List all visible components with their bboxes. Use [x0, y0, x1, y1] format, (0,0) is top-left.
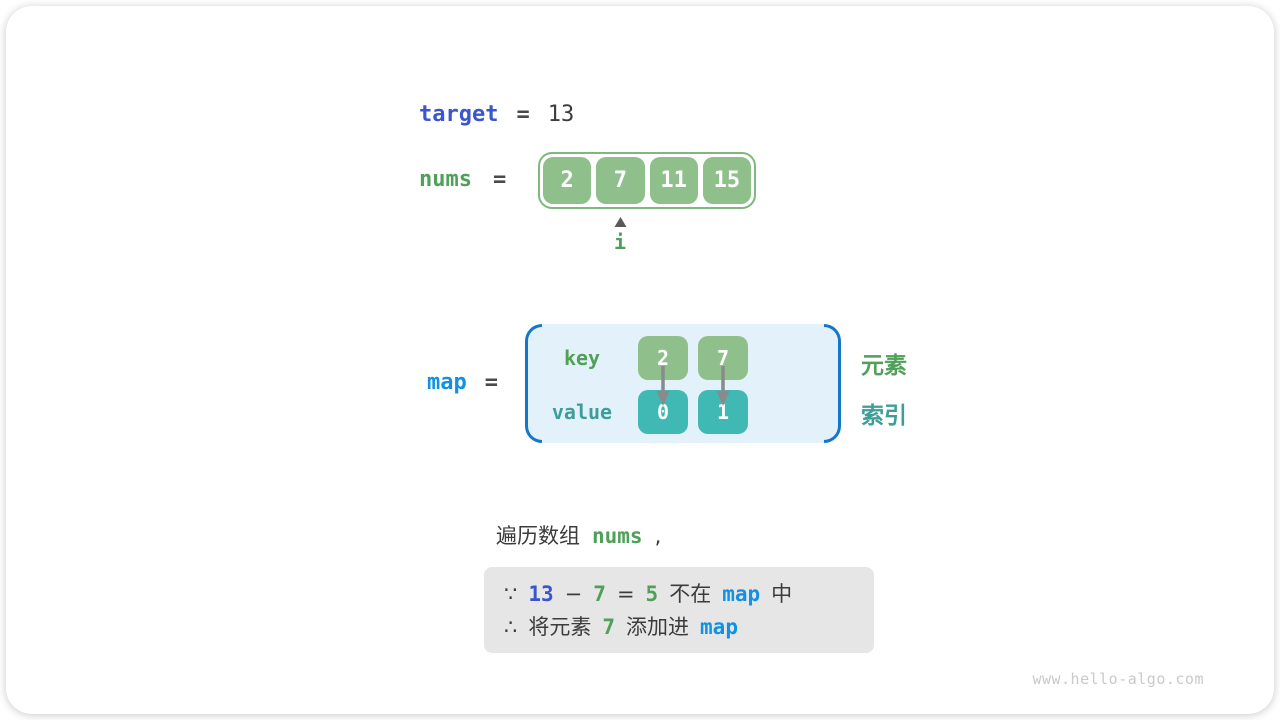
pointer-label: i: [613, 230, 627, 254]
text-token: 遍历数组: [496, 524, 580, 548]
text-token: 13: [528, 582, 554, 606]
text-token: −: [564, 582, 583, 606]
map-key-label: key: [563, 346, 601, 370]
element-side-label: 元素: [861, 353, 907, 379]
explanation-line-1: ∵ 13−7 = 5 不在 map 中: [504, 578, 874, 611]
map-entry: 2 0: [638, 336, 688, 434]
map-value-label: value: [551, 400, 613, 424]
target-label: target: [419, 102, 499, 127]
text-token: =: [616, 582, 635, 606]
text-token: ∵: [504, 582, 518, 606]
text-token: 添加进: [626, 615, 690, 639]
text-token: 将元素: [528, 615, 592, 639]
map-entry: 7 1: [698, 336, 748, 434]
key-to-value-arrow-icon: [716, 366, 730, 406]
map-bracket-right: [824, 324, 841, 443]
map-container: key value 2 0 7 1: [525, 324, 841, 443]
target-row: target = 13: [419, 102, 574, 127]
nums-label: nums: [419, 167, 472, 192]
target-value: 13: [547, 102, 575, 127]
map-bracket-left: [525, 324, 542, 443]
watermark: www.hello-algo.com: [1032, 670, 1204, 688]
target-equals: =: [516, 102, 530, 127]
map-label: map: [427, 370, 467, 395]
text-token: ∴: [504, 615, 518, 639]
pointer-caret-icon: [614, 217, 626, 227]
nums-array: 2 7 11 15: [538, 152, 756, 209]
text-token: map: [700, 615, 738, 639]
nums-array-cell: 11: [649, 157, 698, 204]
map-label-row: map =: [427, 370, 498, 395]
explanation-line-2: ∴ 将元素 7 添加进 map: [504, 611, 874, 644]
index-side-label: 索引: [861, 403, 907, 429]
text-token: 7: [602, 615, 616, 639]
nums-equals: =: [492, 167, 507, 192]
index-pointer: i: [596, 217, 644, 254]
text-token: map: [722, 582, 761, 606]
map-equals: =: [484, 370, 498, 395]
text-token: 中: [771, 582, 793, 606]
text-token: nums: [592, 524, 643, 548]
nums-array-cell: 7: [596, 157, 645, 204]
text-token: 7: [593, 582, 606, 606]
diagram-card: target = 13 nums = 2 7 11 15 i map = key…: [6, 6, 1274, 714]
text-token: ,: [654, 524, 662, 548]
nums-array-cell: 2: [543, 157, 592, 204]
text-token: 不在: [669, 582, 712, 606]
text-token: 5: [645, 582, 659, 606]
key-to-value-arrow-icon: [656, 366, 670, 406]
caption-line: 遍历数组 nums,: [496, 520, 661, 550]
nums-array-cell: 15: [702, 157, 751, 204]
nums-label-row: nums =: [419, 167, 506, 192]
